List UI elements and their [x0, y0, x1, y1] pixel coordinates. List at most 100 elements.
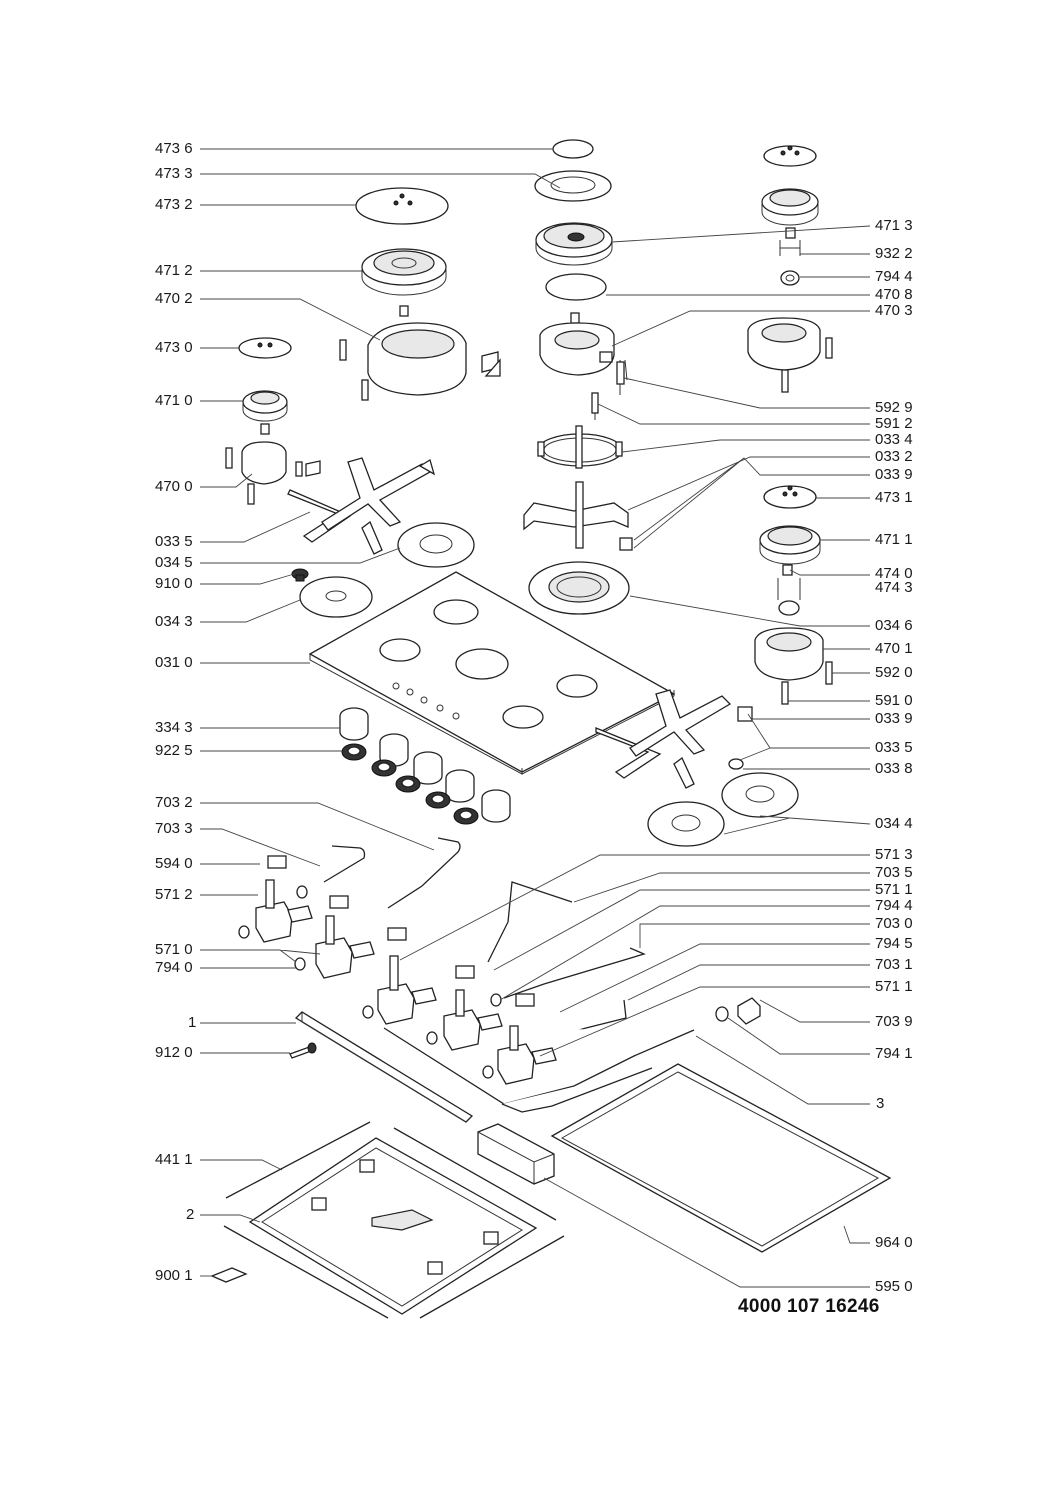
label-033-4: 033 4: [875, 431, 913, 448]
label-470-0: 470 0: [155, 478, 193, 495]
label-794-0: 794 0: [155, 959, 193, 976]
cap-473-2: [355, 187, 449, 225]
cap-473-0: [238, 337, 292, 359]
wok-ring-033-4: [537, 425, 623, 469]
label-591-0: 591 0: [875, 692, 913, 709]
knobs-334-3: [339, 707, 511, 823]
label-794-5: 794 5: [875, 935, 913, 952]
injector-932-2: [779, 227, 801, 256]
crown-471-0: [242, 390, 288, 422]
washer-794-4-top: [780, 270, 800, 286]
spark-plug-591-2: [591, 392, 599, 420]
trim-ring-034-4-upper: [721, 772, 799, 818]
crown-top-right: [761, 188, 819, 226]
label-571-1-a: 571 1: [875, 881, 913, 898]
label-703-1: 703 1: [875, 956, 913, 973]
fitting-703-9: [737, 997, 761, 1025]
body-470-2: [339, 305, 501, 401]
label-033-9-right: 033 9: [875, 710, 913, 727]
label-592-9: 592 9: [875, 399, 913, 416]
label-592-0: 592 0: [875, 664, 913, 681]
label-034-6: 034 6: [875, 617, 913, 634]
label-473-3: 473 3: [155, 165, 193, 182]
pan-support-033-2: [523, 481, 629, 549]
part-033-8: [728, 758, 744, 770]
burner-cap-small-top: [552, 139, 594, 159]
crown-471-1: [759, 525, 821, 565]
cap-473-1: [763, 485, 817, 509]
label-3: 3: [876, 1095, 885, 1112]
label-571-1-b: 571 1: [875, 978, 913, 995]
label-794-4: 794 4: [875, 897, 913, 914]
label-470-2: 470 2: [155, 290, 193, 307]
label-033-5-right: 033 5: [875, 739, 913, 756]
knob-bezels-922-5: [341, 743, 479, 825]
label-703-0: 703 0: [875, 915, 913, 932]
label-471-2: 471 2: [155, 262, 193, 279]
label-591-2: 591 2: [875, 415, 913, 432]
label-703-9: 703 9: [875, 1013, 913, 1030]
label-034-5: 034 5: [155, 554, 193, 571]
crown-471-2: [361, 248, 447, 296]
thermocouple-592-9: [616, 361, 625, 395]
label-033-8: 033 8: [875, 760, 913, 777]
label-473-1: 473 1: [875, 489, 913, 506]
valves-571: [255, 879, 557, 1085]
screw-910-0: [291, 568, 309, 582]
label-932-2: 932 2: [875, 245, 913, 262]
label-571-0: 571 0: [155, 941, 193, 958]
cap-top-right: [763, 145, 817, 167]
label-334-3: 334 3: [155, 719, 193, 736]
label-033-2: 033 2: [875, 448, 913, 465]
pan-support-033-5-right: [595, 689, 732, 789]
trim-ring-034-3: [299, 576, 373, 618]
burner-crown-471-3: [535, 222, 613, 266]
label-471-3: 471 3: [875, 217, 913, 234]
label-441-1: 441 1: [155, 1151, 193, 1168]
bracket-900-1: [210, 1267, 248, 1283]
rail-1: [294, 1011, 474, 1123]
trim-ring-034-6: [528, 561, 630, 615]
washers-794: [238, 885, 729, 1079]
trim-ring-034-4-lower: [647, 801, 725, 847]
injector-474-0: [777, 564, 801, 616]
screw-912-0: [289, 1042, 317, 1059]
label-703-3: 703 3: [155, 820, 193, 837]
label-571-3: 571 3: [875, 846, 913, 863]
gasket-ring-470-8: [545, 273, 607, 301]
label-594-0: 594 0: [155, 855, 193, 872]
body-470-1: [754, 627, 833, 705]
label-474-3: 474 3: [875, 579, 913, 596]
label-910-0: 910 0: [155, 575, 193, 592]
clip-033-9-top: [619, 537, 633, 551]
label-034-3: 034 3: [155, 613, 193, 630]
label-470-8: 470 8: [875, 286, 913, 303]
label-964-0: 964 0: [875, 1234, 913, 1251]
label-474-0: 474 0: [875, 565, 913, 582]
leader-lines: [200, 148, 871, 1288]
pan-support-033-5-left: [287, 457, 436, 555]
label-473-0: 473 0: [155, 339, 193, 356]
clip-033-9-right: [737, 706, 753, 722]
label-473-6: 473 6: [155, 140, 193, 157]
burner-ring-473-3: [534, 170, 612, 202]
bottom-tray-441-1: [223, 1121, 565, 1319]
body-470-0: [225, 423, 321, 505]
label-1: 1: [188, 1014, 197, 1031]
igniter-module-595-0: [477, 1123, 555, 1185]
label-2: 2: [186, 1206, 195, 1223]
label-912-0: 912 0: [155, 1044, 193, 1061]
label-473-2: 473 2: [155, 196, 193, 213]
label-470-3: 470 3: [875, 302, 913, 319]
label-471-0: 471 0: [155, 392, 193, 409]
label-031-0: 031 0: [155, 654, 193, 671]
label-470-1: 470 1: [875, 640, 913, 657]
seal-964-0: [550, 1063, 892, 1253]
label-900-1: 900 1: [155, 1267, 193, 1284]
label-033-9-top: 033 9: [875, 466, 913, 483]
valve-clips-594-0: [267, 855, 535, 1007]
label-794-4-top: 794 4: [875, 268, 913, 285]
trim-ring-034-5: [397, 522, 475, 568]
